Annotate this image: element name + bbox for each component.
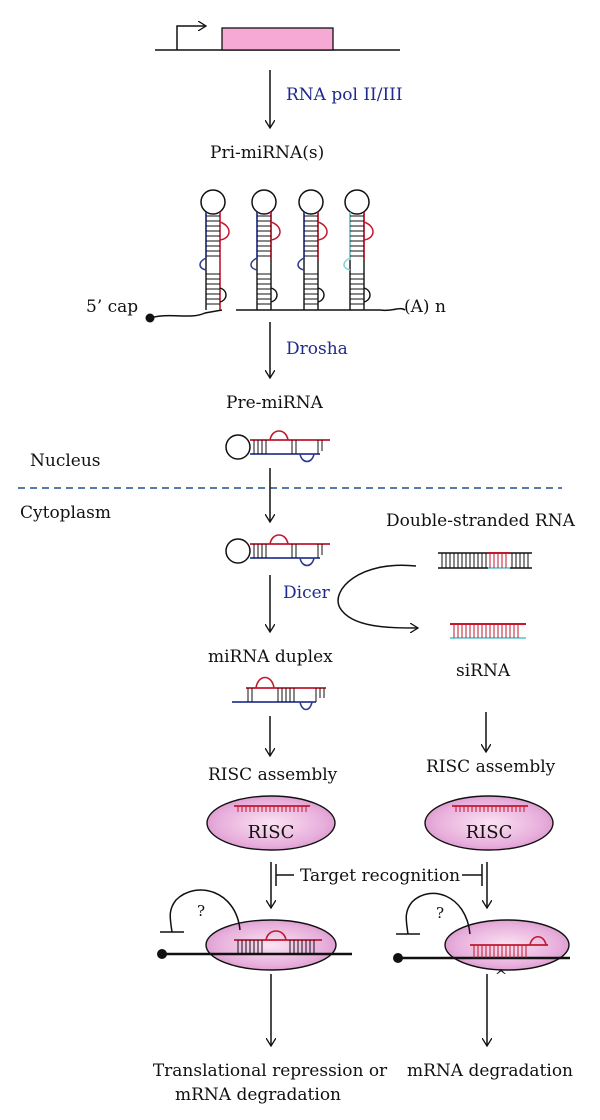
sirna-label: siRNA: [456, 661, 511, 681]
hairpin: [297, 189, 328, 310]
question-left: ?: [197, 902, 205, 920]
target-complex-right: ^ ?: [393, 892, 570, 985]
gene: [155, 26, 400, 51]
dicer-label: Dicer: [283, 583, 331, 603]
drosha-label: Drosha: [286, 339, 348, 359]
risc-right-label: RISC: [466, 822, 513, 843]
mirna-duplex-label: miRNA duplex: [208, 647, 333, 667]
question-right: ?: [436, 904, 444, 922]
pri-mirna: 5’ cap (A) n: [86, 189, 446, 323]
cap-label: 5’ cap: [86, 297, 138, 317]
outcome-left-line2: mRNA degradation: [175, 1085, 341, 1105]
outcome-right: mRNA degradation: [407, 1061, 573, 1081]
dicer-curved-arrow: [337, 564, 418, 628]
target-recognition-label: Target recognition: [300, 866, 460, 886]
risc-assembly-right-label: RISC assembly: [426, 757, 556, 777]
mrna-cap-dot: [157, 949, 167, 959]
polya-label: (A) n: [404, 297, 446, 317]
hairpin: [343, 189, 374, 310]
dsrna: [438, 552, 532, 569]
inhibition-arc-right: [405, 892, 471, 935]
pol-label: RNA pol II/III: [286, 85, 403, 105]
mrna-cap-dot-right: [393, 953, 403, 963]
risc-assembly-left-label: RISC assembly: [208, 765, 338, 785]
risc-complex-left: RISC: [206, 795, 336, 851]
inhibition-arc-left: [169, 889, 241, 933]
promoter-arrow-icon: [176, 26, 206, 50]
dsrna-label: Double-stranded RNA: [386, 511, 576, 531]
cytoplasmic-pre-mirna: [225, 534, 330, 567]
gene-box: [221, 27, 334, 51]
mirna-duplex: [232, 676, 326, 711]
nucleus-label: Nucleus: [30, 451, 101, 471]
target-complex-left: ?: [157, 889, 352, 971]
outcome-left-line1: Translational repression or: [153, 1061, 388, 1081]
pre-mirna: [225, 430, 330, 463]
risc-complex-right: RISC: [424, 795, 554, 851]
hairpin: [250, 189, 281, 310]
sirna-duplex: [450, 623, 526, 639]
pre-mirna-label: Pre-miRNA: [226, 393, 324, 413]
hairpin: [199, 189, 230, 310]
cleavage-mark: ^: [495, 967, 508, 985]
cytoplasm-label: Cytoplasm: [20, 503, 111, 523]
cap-dot: [145, 313, 155, 323]
risc-left-label: RISC: [248, 822, 295, 843]
pri-mirna-label: Pri-miRNA(s): [210, 143, 324, 163]
